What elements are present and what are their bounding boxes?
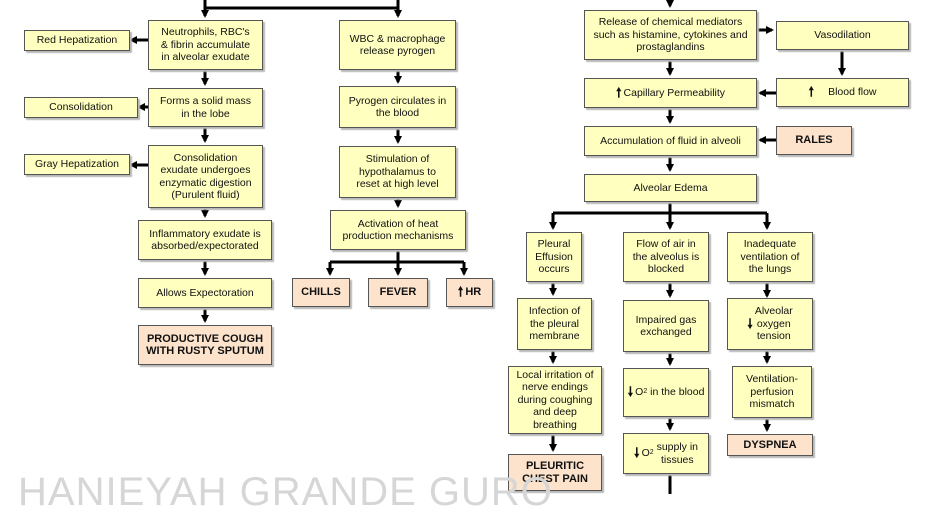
- impaired-gas-box: Impaired gas exchanged: [623, 300, 709, 352]
- watermark-text: HANIEYAH GRANDE GURO: [18, 470, 553, 514]
- rales-box: RALES: [776, 126, 852, 155]
- heat-production-box: Activation of heat production mechanisms: [330, 210, 466, 250]
- increase-arrow-icon: 🠕: [457, 284, 464, 300]
- consolidation-exudate-box: Consolidation exudate undergoes enzymati…: [148, 145, 263, 208]
- decrease-arrow-icon: 🠗: [747, 315, 753, 331]
- local-irritation-box: Local irritation of nerve endings during…: [508, 366, 602, 434]
- chills-box: CHILLS: [292, 278, 350, 307]
- inflammatory-exudate-box: Inflammatory exudate is absorbed/expecto…: [138, 220, 272, 260]
- allows-expectoration-box: Allows Expectoration: [138, 278, 272, 308]
- red-hepatization-box: Red Hepatization: [24, 30, 130, 51]
- consolidation-box: Consolidation: [24, 97, 138, 118]
- vq-mismatch-box: Ventilation- perfusion mismatch: [732, 366, 812, 418]
- pyrogen-box: Pyrogen circulates in the blood: [339, 86, 456, 128]
- capillary-permeability-box: 🠕Capillary Permeability: [584, 78, 757, 108]
- alveolar-oxygen-box: 🠗Alveolar oxygen tension: [727, 298, 813, 350]
- fluid-alveoli-box: Accumulation of fluid in alveoli: [584, 126, 757, 156]
- blood-flow-box: 🠕Blood flow: [776, 78, 909, 107]
- pleural-effusion-box: Pleural Effusion occurs: [526, 232, 582, 282]
- dyspnea-box: DYSPNEA: [727, 434, 813, 456]
- decrease-arrow-icon: 🠗: [633, 445, 640, 461]
- neutrophils-box: Neutrophils, RBC's & fibrin accumulate i…: [148, 20, 263, 70]
- vasodilation-box: Vasodilation: [776, 21, 909, 50]
- solid-mass-box: Forms a solid mass in the lobe: [148, 88, 263, 127]
- hr-box: 🠕HR: [446, 278, 493, 307]
- infection-pleural-box: Infection of the pleural membrane: [517, 298, 592, 350]
- fever-box: FEVER: [368, 278, 428, 307]
- pleuritic-pain-box: PLEURITIC CHEST PAIN: [508, 454, 602, 491]
- chemical-mediators-box: Release of chemical mediators such as hi…: [584, 10, 757, 60]
- flow-air-box: Flow of air in the alveolus is blocked: [623, 232, 709, 282]
- connector-lines: [129, 0, 846, 494]
- increase-arrow-icon: 🠕: [808, 84, 815, 100]
- increase-arrow-icon: 🠕: [615, 84, 622, 100]
- inadequate-ventilation-box: Inadequate ventilation of the lungs: [727, 232, 813, 282]
- decrease-arrow-icon: 🠗: [627, 384, 634, 400]
- gray-hepatization-box: Gray Hepatization: [24, 154, 130, 175]
- productive-cough-box: PRODUCTIVE COUGH WITH RUSTY SPUTUM: [138, 325, 272, 365]
- alveolar-edema-box: Alveolar Edema: [584, 174, 757, 202]
- wbc-macrophage-box: WBC & macrophage release pyrogen: [339, 20, 456, 70]
- hypothalamus-box: Stimulation of hypothalamus to reset at …: [339, 146, 456, 198]
